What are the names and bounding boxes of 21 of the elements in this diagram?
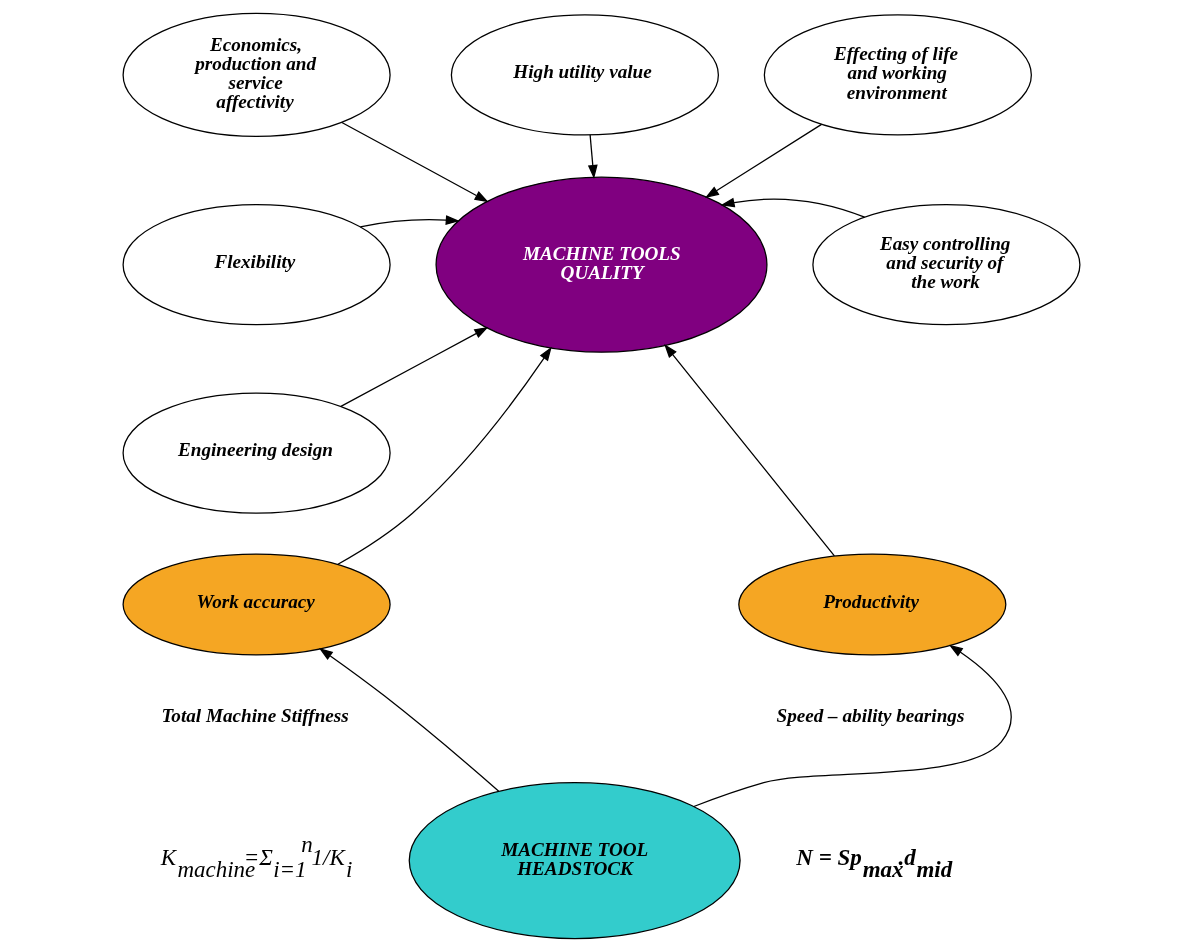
node-ellipse: Work accuracy [122, 553, 391, 656]
node-ellipse: Economics, production and service affectivity [122, 12, 391, 138]
node-ellipse: MACHINE TOOL HEADSTOCK [408, 782, 741, 940]
arrow [341, 121, 489, 203]
arrow [337, 346, 552, 565]
label: Speed – ability bearings [776, 705, 965, 727]
node-ellipse: MACHINE TOOLS QUALITY [435, 176, 768, 353]
arrow [340, 326, 489, 408]
label: Total Machine Stiffness [161, 705, 349, 727]
arrow [587, 134, 598, 180]
arrow [664, 343, 835, 557]
node-ellipse: Effecting of life and working environment [763, 14, 1032, 136]
node-ellipse: Easy controlling and security of the work [812, 204, 1081, 326]
arrow [693, 644, 1012, 808]
node-ellipse: High utility value [450, 14, 719, 136]
arrow [704, 123, 823, 199]
node-ellipse: Flexibility [122, 204, 391, 326]
node-ellipse: Engineering design [122, 392, 391, 514]
arrow [359, 215, 460, 228]
arrow [720, 197, 866, 218]
arrow [318, 647, 500, 792]
